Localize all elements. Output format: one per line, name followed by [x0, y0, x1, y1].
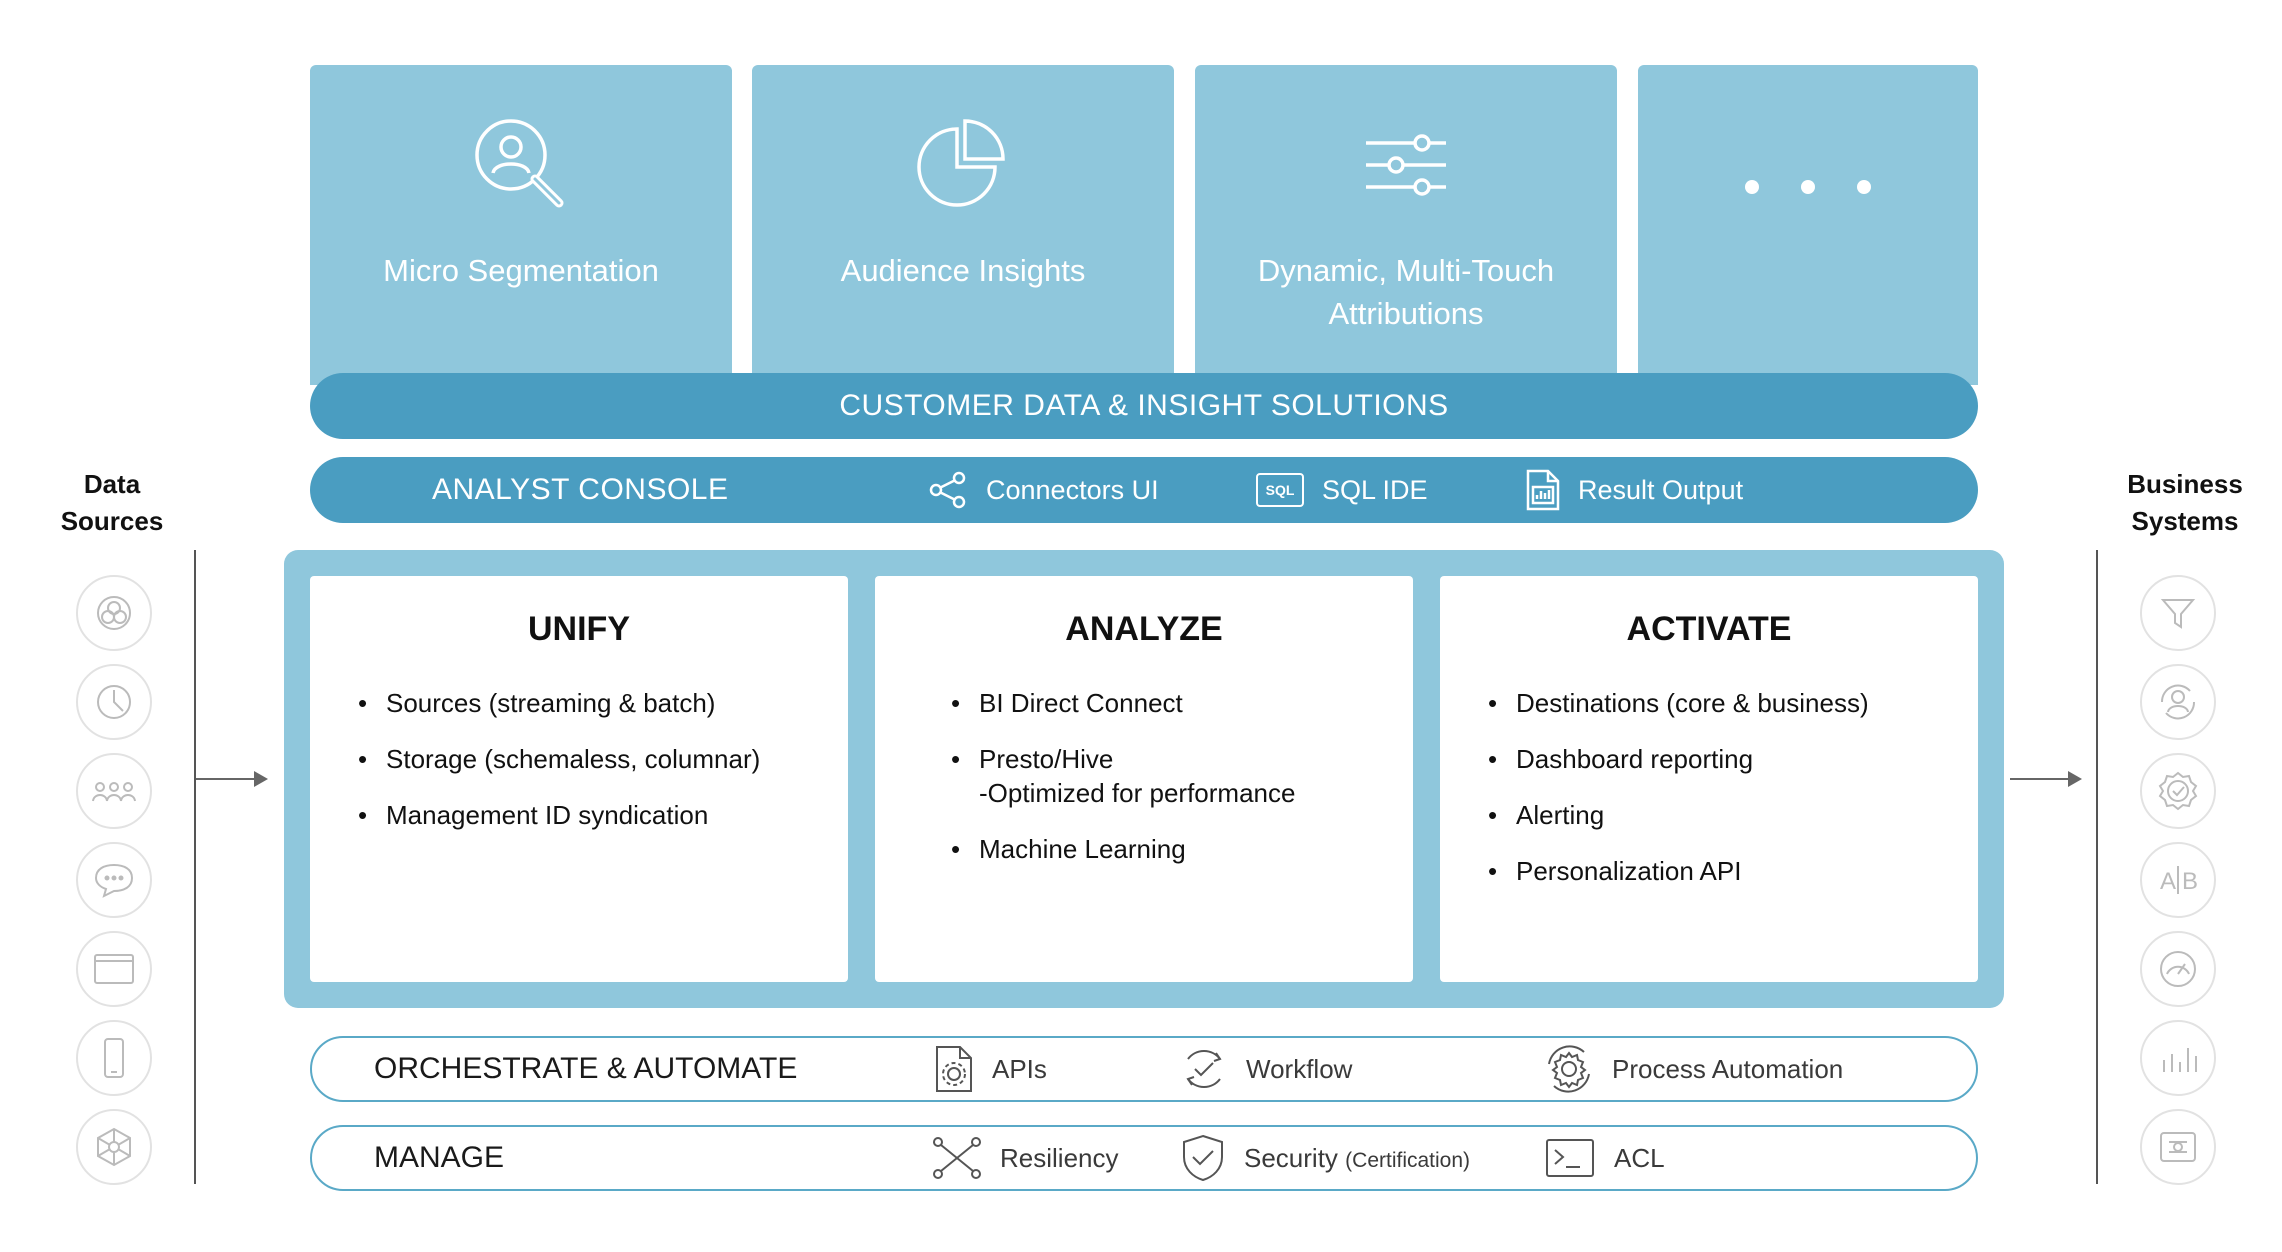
svg-text:B: B — [2182, 868, 2198, 895]
workflow-icon — [1186, 1050, 1222, 1088]
shield-check-icon — [1183, 1134, 1223, 1182]
tile-label: Dynamic, Multi-Touch Attributions — [1257, 253, 1555, 331]
source-crm-icon[interactable] — [76, 575, 152, 651]
card-unify: UNIFY Sources (streaming & batch) Storag… — [310, 576, 848, 982]
solutions-bar-title: CUSTOMER DATA & INSIGHT SOLUTIONS — [839, 389, 1449, 422]
card-title: ACTIVATE — [1626, 610, 1792, 648]
console-result-output[interactable]: Result Output — [1526, 469, 1743, 511]
source-audience-icon[interactable] — [76, 753, 152, 829]
manage-item-label: Resiliency — [1000, 1142, 1119, 1173]
manage-acl[interactable]: ACL — [1544, 1137, 1665, 1179]
analyst-console-bar: ANALYST CONSOLE Connectors UI SQL SQL ID… — [310, 457, 1978, 523]
resiliency-icon — [933, 1137, 981, 1179]
orchestrate-item-label: Workflow — [1246, 1053, 1353, 1084]
orchestrate-process-automation[interactable]: Process Automation — [1544, 1044, 1843, 1094]
card-analyze: ANALYZE BI Direct Connect Presto/Hive-Op… — [875, 576, 1413, 982]
card-activate: ACTIVATE Destinations (core & business) … — [1440, 576, 1978, 982]
list-item: BI Direct Connect — [951, 686, 1393, 720]
security-certification-note: (Certification) — [1345, 1148, 1471, 1172]
list-item: Machine Learning — [951, 832, 1393, 866]
list-item: Sources (streaming & batch) — [358, 686, 828, 720]
card-list: Sources (streaming & batch) Storage (sch… — [358, 686, 828, 854]
api-doc-icon — [936, 1046, 972, 1092]
card-list: Destinations (core & business) Dashboard… — [1488, 686, 1958, 910]
business-systems-divider — [2096, 550, 2098, 1184]
share-icon — [929, 471, 966, 509]
list-item: Personalization API — [1488, 854, 1958, 888]
list-item: Management ID syndication — [358, 798, 828, 832]
person-search-icon — [471, 115, 571, 215]
source-network-icon[interactable] — [76, 1109, 152, 1185]
manage-resiliency[interactable]: Resiliency — [932, 1136, 1119, 1180]
ellipsis-icon — [1745, 180, 1871, 194]
tile-attributions[interactable]: Dynamic, Multi-Touch Attributions — [1195, 65, 1617, 385]
core-platform-panel: UNIFY Sources (streaming & batch) Storag… — [284, 550, 2004, 1008]
manage-security[interactable]: Security (Certification) — [1180, 1133, 1470, 1183]
console-sql-ide[interactable]: SQL SQL IDE — [1256, 473, 1428, 507]
manage-bar: MANAGE Resiliency Security (Certificatio… — [310, 1125, 1978, 1191]
tile-label: Audience Insights — [840, 253, 1086, 288]
console-item-label: Connectors UI — [986, 474, 1159, 505]
list-item: Alerting — [1488, 798, 1958, 832]
list-item: Destinations (core & business) — [1488, 686, 1958, 720]
orchestrate-apis[interactable]: APIs — [934, 1044, 1047, 1094]
solutions-bar: CUSTOMER DATA & INSIGHT SOLUTIONS — [310, 373, 1978, 439]
source-web-icon[interactable] — [76, 931, 152, 1007]
orchestrate-workflow[interactable]: Workflow — [1180, 1045, 1352, 1093]
console-item-label: SQL IDE — [1322, 474, 1428, 505]
outbound-arrow — [2010, 771, 2082, 787]
data-sources-divider — [194, 550, 196, 1184]
console-item-label: Result Output — [1578, 474, 1744, 505]
orchestrate-item-label: APIs — [992, 1053, 1047, 1084]
list-item-subtext: -Optimized for performance — [979, 778, 1296, 808]
card-title: UNIFY — [528, 610, 630, 648]
orchestrate-title: ORCHESTRATE & AUTOMATE — [374, 1052, 798, 1085]
sliders-icon — [1356, 115, 1456, 215]
source-analytics-icon[interactable] — [76, 664, 152, 740]
terminal-icon — [1546, 1139, 1594, 1177]
automation-gear-icon — [1548, 1045, 1590, 1093]
tile-label: Micro Segmentation — [383, 253, 659, 288]
manage-item-label: Security (Certification) — [1244, 1142, 1471, 1173]
list-item: Presto/Hive-Optimized for performance — [951, 742, 1393, 810]
payment-icon[interactable] — [2140, 1109, 2216, 1185]
filter-icon[interactable] — [2140, 575, 2216, 651]
console-connectors[interactable]: Connectors UI — [928, 470, 1159, 510]
verified-badge-icon[interactable] — [2140, 753, 2216, 829]
console-title: ANALYST CONSOLE — [432, 473, 729, 506]
gauge-icon[interactable] — [2140, 931, 2216, 1007]
tile-audience-insights[interactable]: Audience Insights — [752, 65, 1174, 385]
source-chat-icon[interactable] — [76, 842, 152, 918]
tile-micro-segmentation[interactable]: Micro Segmentation — [310, 65, 732, 385]
svg-text:A: A — [2160, 868, 2176, 895]
bar-chart-icon[interactable] — [2140, 1020, 2216, 1096]
list-item: Dashboard reporting — [1488, 742, 1958, 776]
orchestrate-item-label: Process Automation — [1612, 1053, 1844, 1084]
manage-item-label: ACL — [1614, 1142, 1665, 1173]
sql-icon: SQL — [1256, 473, 1304, 507]
report-icon — [1526, 469, 1560, 511]
user-sync-icon[interactable] — [2140, 664, 2216, 740]
pie-chart-icon — [913, 115, 1013, 215]
manage-title: MANAGE — [374, 1141, 505, 1174]
orchestrate-bar: ORCHESTRATE & AUTOMATE APIs Workflow Pro… — [310, 1036, 1978, 1102]
source-mobile-icon[interactable] — [76, 1020, 152, 1096]
tile-more[interactable] — [1638, 65, 1978, 385]
list-item: Storage (schemaless, columnar) — [358, 742, 828, 776]
inbound-arrow — [196, 771, 268, 787]
card-title: ANALYZE — [1065, 610, 1223, 648]
card-list: BI Direct Connect Presto/Hive-Optimized … — [951, 686, 1393, 888]
